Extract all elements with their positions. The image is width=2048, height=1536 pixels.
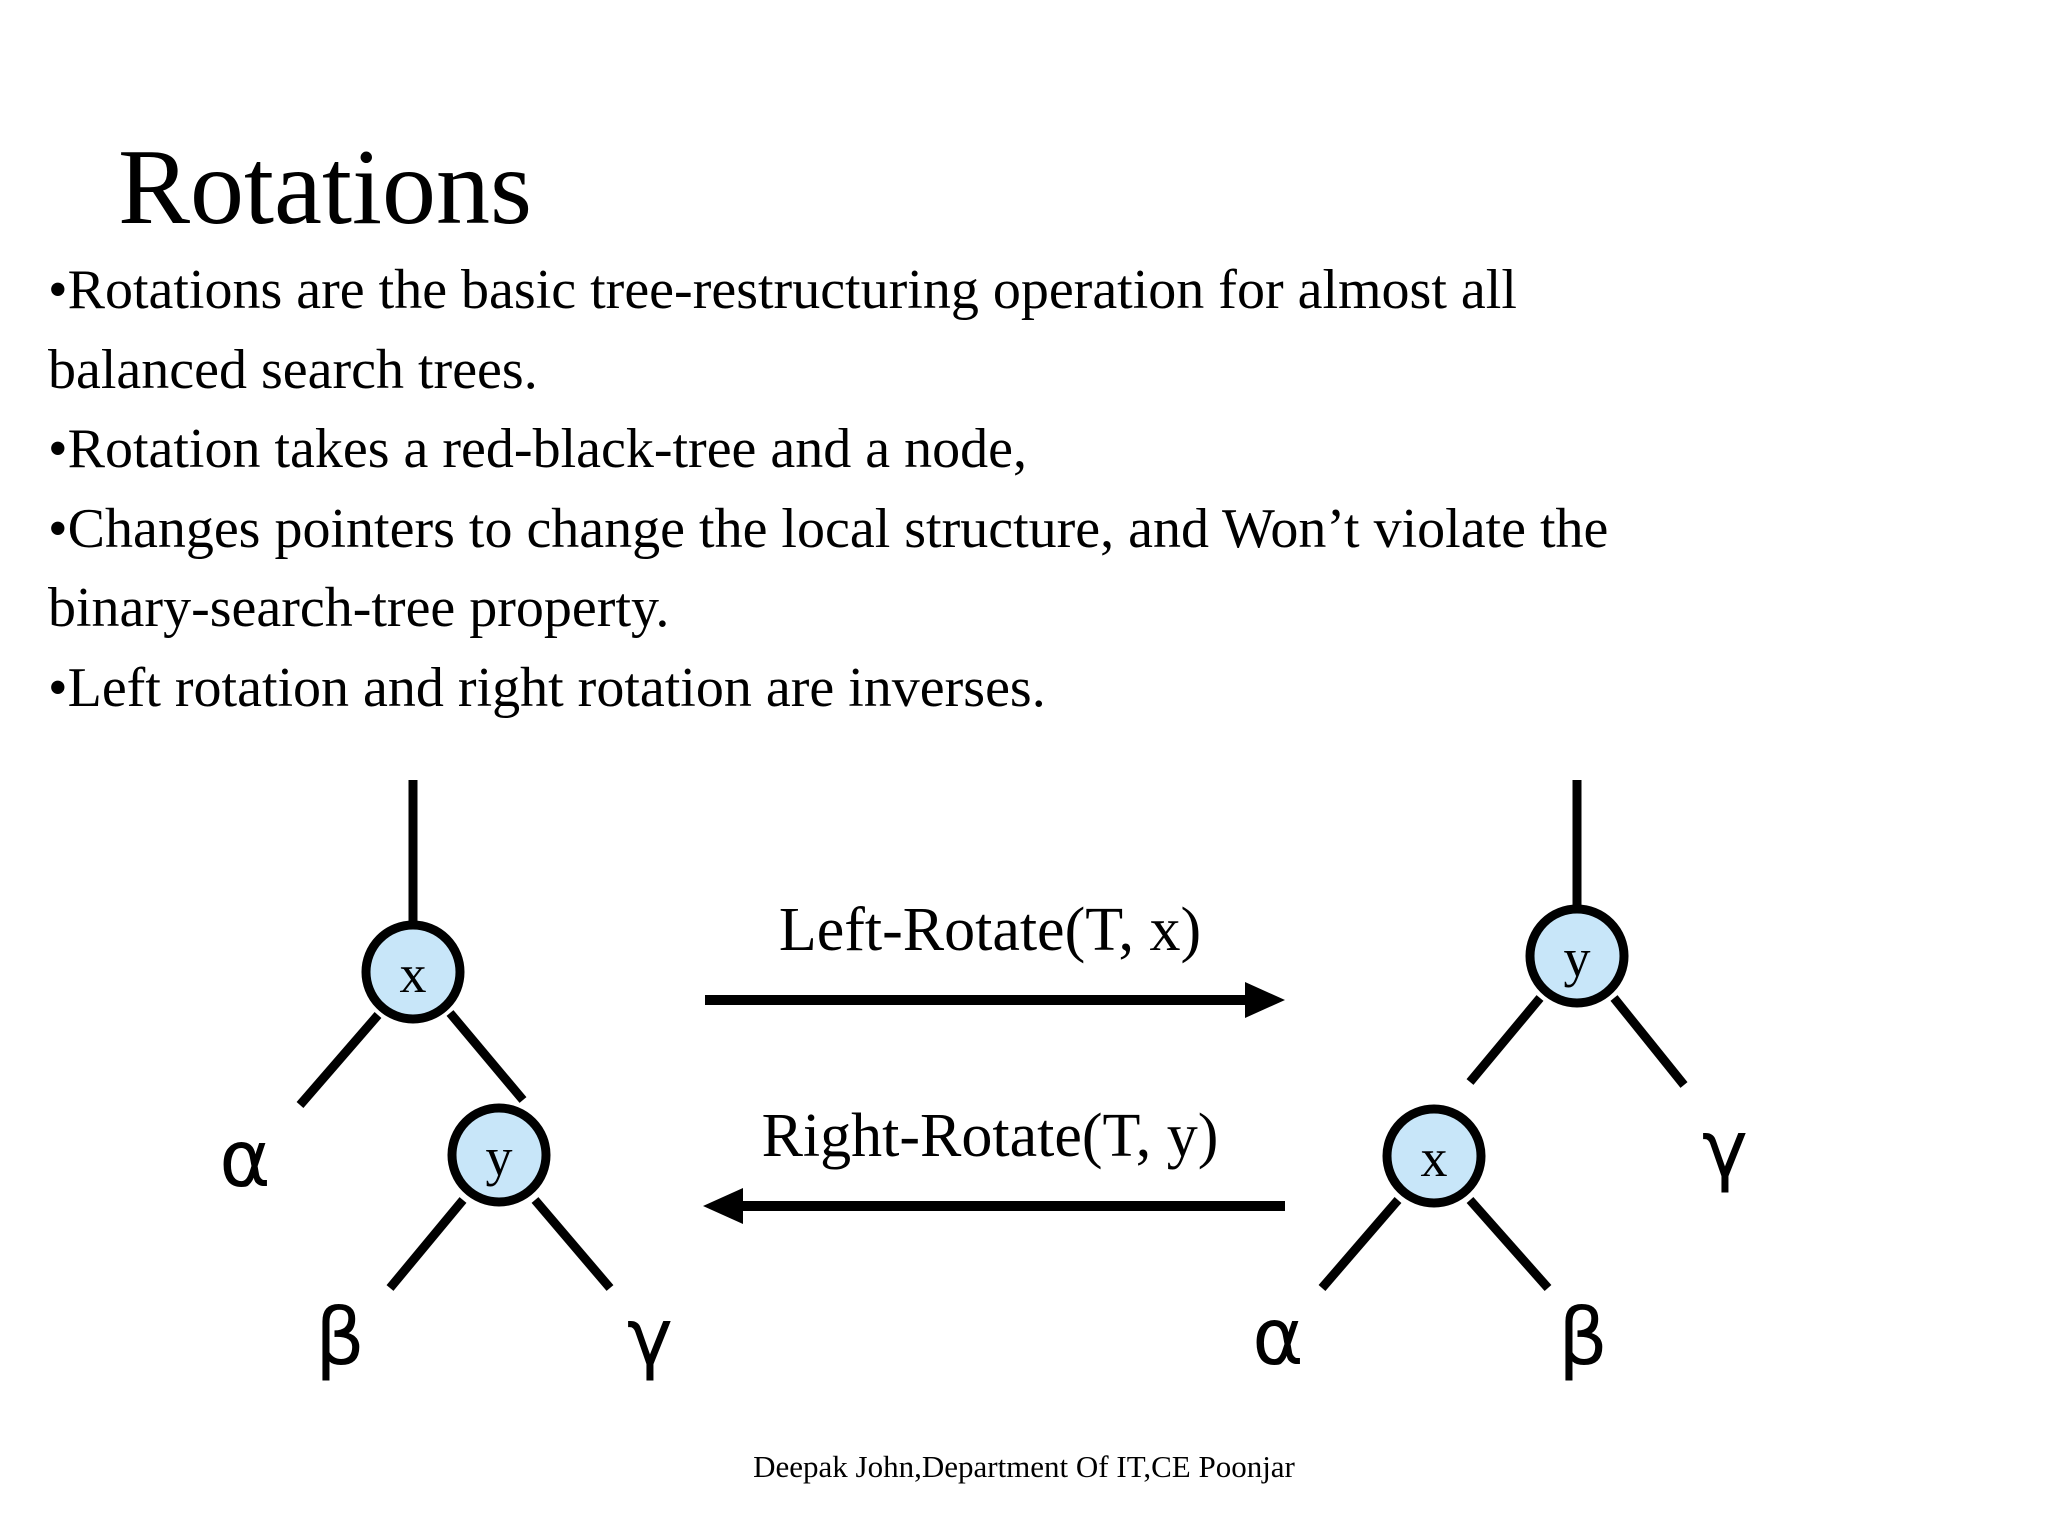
list-item: •Changes pointers to change the local st… xyxy=(48,497,2012,563)
left-tree-node-x-label: x xyxy=(400,944,427,1004)
left-tree-leaf-beta: β xyxy=(315,1293,365,1383)
right-tree-node-y-label: y xyxy=(1564,928,1591,988)
list-item: •Rotation takes a red-black-tree and a n… xyxy=(48,417,2012,483)
left-tree-edge-x-y xyxy=(446,1010,527,1103)
list-item-continuation: binary-search-tree property. xyxy=(48,576,2012,642)
right-tree: y x γ α β xyxy=(1252,780,1748,1383)
arrow-right-rotate-label: Right-Rotate(T, y) xyxy=(762,1102,1219,1170)
bullet-marker: • xyxy=(48,418,68,481)
left-tree-edge-y-beta xyxy=(386,1197,467,1291)
footer-text: Deepak John,Department Of IT,CE Poonjar xyxy=(753,1449,1295,1484)
list-item-line: Rotation takes a red-black-tree and a no… xyxy=(67,418,1027,481)
arrow-left-rotate-label: Left-Rotate(T, x) xyxy=(779,896,1201,964)
right-tree-edge-x-beta xyxy=(1466,1197,1552,1291)
left-tree-leaf-alpha: α xyxy=(219,1115,270,1205)
right-tree-edge-y-x xyxy=(1466,995,1544,1085)
left-tree-node-y-label: y xyxy=(486,1127,513,1187)
right-tree-node-y[interactable] xyxy=(1525,904,1629,1008)
right-tree-node-x-label: x xyxy=(1421,1128,1448,1188)
right-tree-leaf-beta: β xyxy=(1558,1293,1608,1383)
list-item: •Rotations are the basic tree-restructur… xyxy=(48,258,2012,324)
rotation-diagram-svg: x y α β γ Left-Rotate(T, x) Right-Rotate… xyxy=(219,780,1748,1383)
list-item-line: Left rotation and right rotation are inv… xyxy=(67,656,1046,719)
left-tree-edge-x-alpha xyxy=(296,1012,382,1108)
bullet-marker: • xyxy=(48,497,68,560)
arrow-left-rotate: Left-Rotate(T, x) xyxy=(705,896,1285,1018)
slide-footer: Deepak John,Department Of IT,CE Poonjar xyxy=(0,1448,2048,1485)
arrow-right-rotate: Right-Rotate(T, y) xyxy=(703,1102,1285,1224)
left-tree-node-x[interactable] xyxy=(361,920,465,1024)
bullet-list: •Rotations are the basic tree-restructur… xyxy=(48,258,2012,735)
list-item-line: binary-search-tree property. xyxy=(48,577,670,640)
arrow-left-head-icon xyxy=(703,1188,743,1224)
bullet-marker: • xyxy=(48,259,68,321)
list-item-continuation: balanced search trees. xyxy=(48,338,2012,404)
left-tree-edge-y-gamma xyxy=(531,1197,614,1291)
arrow-right-head-icon xyxy=(1245,982,1285,1018)
bullet-marker: • xyxy=(48,656,68,719)
right-tree-leaf-alpha: α xyxy=(1252,1293,1303,1383)
list-item-line: Changes pointers to change the local str… xyxy=(67,497,1609,560)
right-tree-node-x[interactable] xyxy=(1382,1104,1486,1208)
right-tree-leaf-gamma: γ xyxy=(1702,1105,1748,1195)
right-tree-edge-x-alpha xyxy=(1318,1197,1402,1291)
right-tree-edge-y-gamma xyxy=(1610,995,1688,1088)
list-item-line: Rotations are the basic tree-restructuri… xyxy=(67,259,1517,321)
left-tree: x y α β γ xyxy=(219,780,673,1383)
list-item-line: balanced search trees. xyxy=(48,338,538,401)
list-item: •Left rotation and right rotation are in… xyxy=(48,656,2012,722)
left-tree-node-y[interactable] xyxy=(447,1103,551,1207)
rotation-diagram: x y α β γ Left-Rotate(T, x) Right-Rotate… xyxy=(0,760,2048,1400)
left-tree-leaf-gamma: γ xyxy=(627,1293,673,1383)
page-title: Rotations xyxy=(118,128,533,248)
